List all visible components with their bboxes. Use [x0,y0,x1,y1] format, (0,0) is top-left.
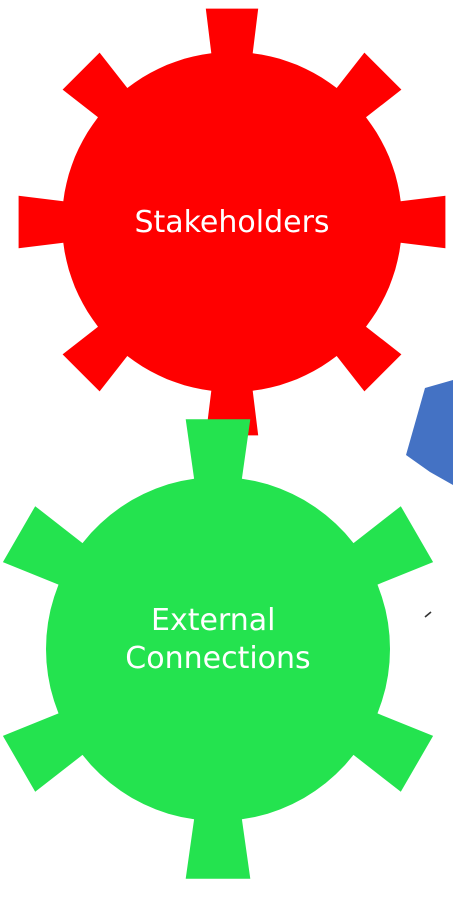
gear-external-connections-shape [2,419,434,879]
gear-stakeholders-label: Stakeholders [134,205,329,240]
stray-mark [424,611,432,618]
gear-stakeholders: Stakeholders [18,8,446,436]
gear-external-connections-label: External Connections [125,603,310,676]
gear-stakeholders-shape [18,8,446,436]
gear-external-connections-label-line: Connections [125,641,310,676]
gear-external-connections: External Connections [2,419,434,879]
gear-stakeholders-label-line: Stakeholders [134,205,329,240]
gear-external-connections-label-line: External [151,603,275,638]
partial-blue-gear-shape [406,380,453,485]
